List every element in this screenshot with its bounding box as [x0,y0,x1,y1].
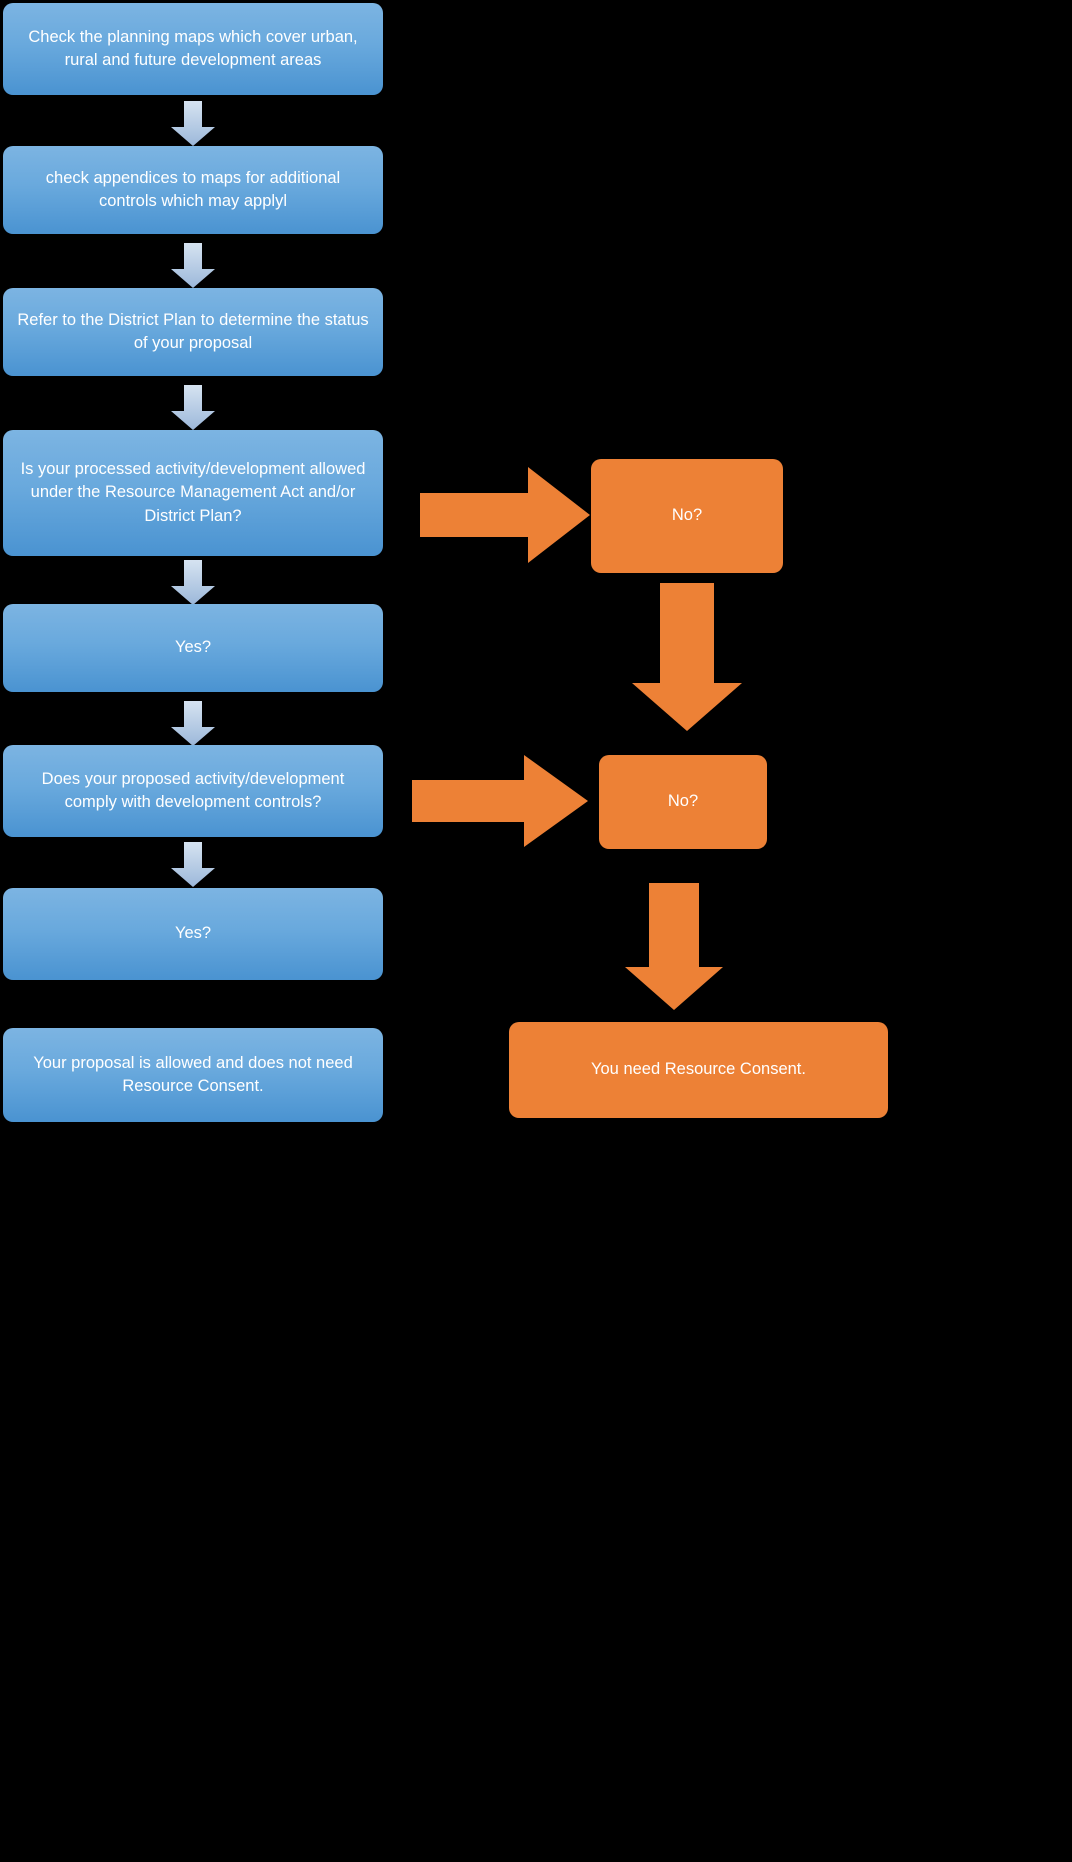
step-label: No? [671,506,703,525]
arrow-down-icon-3 [170,385,216,431]
step-label: No? [667,792,699,811]
step-refer-district-plan[interactable]: Refer to the District Plan to determine … [3,288,383,376]
step-label: You need Resource Consent. [591,1060,806,1079]
step-label: Does your proposed activity/development … [41,769,345,811]
step-label: Check the planning maps which cover urba… [28,27,358,69]
step-label: check appendices to maps for additional … [45,168,341,210]
answer-no-2[interactable]: No? [599,755,767,849]
outcome-no-consent[interactable]: Your proposal is allowed and does not ne… [3,1028,383,1122]
answer-yes-1[interactable]: Yes? [3,604,383,692]
arrow-down-icon-orange-1 [632,583,742,731]
step-label: Refer to the District Plan to determine … [17,310,369,352]
step-check-planning-maps[interactable]: Check the planning maps which cover urba… [3,3,383,95]
arrow-down-icon-orange-2 [625,883,723,1010]
answer-no-1[interactable]: No? [591,459,783,573]
arrow-down-icon-5 [170,701,216,747]
arrow-down-icon-1 [170,101,216,147]
step-label: Your proposal is allowed and does not ne… [33,1053,353,1095]
step-check-appendices[interactable]: check appendices to maps for additional … [3,146,383,234]
arrow-down-icon-2 [170,243,216,289]
outcome-need-consent[interactable]: You need Resource Consent. [509,1022,888,1118]
arrow-down-icon-6 [170,842,216,888]
answer-yes-2[interactable]: Yes? [3,888,383,980]
arrow-down-icon-4 [170,560,216,606]
arrow-right-icon-2 [412,755,588,847]
step-label: Is your processed activity/development a… [20,459,366,525]
decision-development-controls[interactable]: Does your proposed activity/development … [3,745,383,837]
decision-allowed-rma[interactable]: Is your processed activity/development a… [3,430,383,556]
step-label: Yes? [174,638,212,657]
arrow-right-icon-1 [420,467,590,563]
step-label: Yes? [174,924,212,943]
